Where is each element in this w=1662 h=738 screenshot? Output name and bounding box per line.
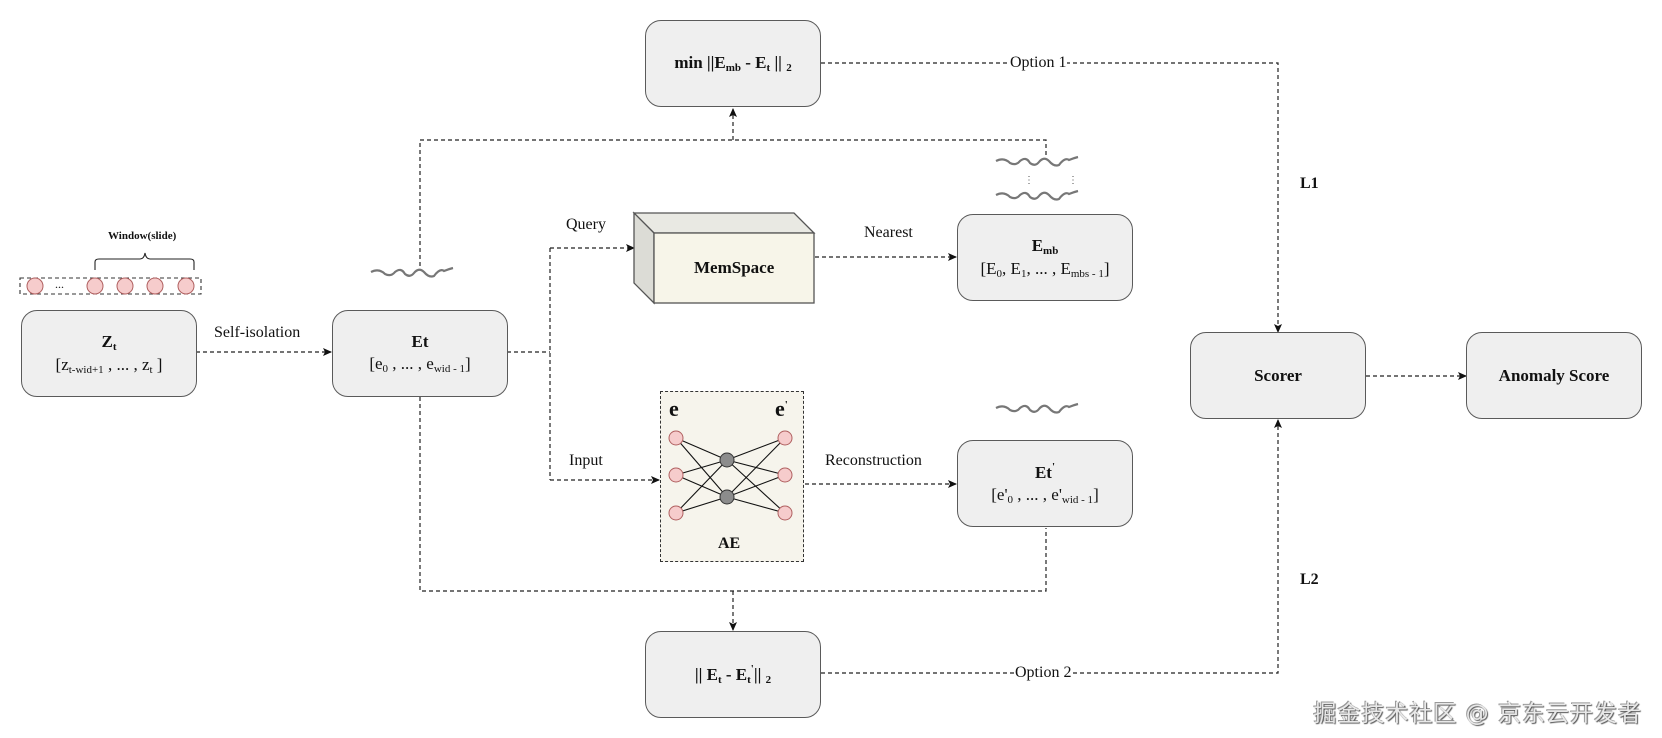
window-ellipsis: ... bbox=[55, 277, 64, 291]
reconstruction-distance-formula: || Et - Et'|| 2 bbox=[694, 663, 772, 686]
scorer-title: Scorer bbox=[1254, 365, 1302, 385]
et-node: Et [e0 , ... , ewid - 1] bbox=[332, 310, 508, 397]
zt-sequence: [zt-wid+1 , ... , zt ] bbox=[55, 354, 163, 376]
zt-node: Zt [zt-wid+1 , ... , zt ] bbox=[21, 310, 197, 397]
anomaly-score-title: Anomaly Score bbox=[1498, 365, 1610, 385]
sequence-point bbox=[86, 277, 104, 295]
emb-title: Emb bbox=[1031, 235, 1059, 257]
emb-sequence: [E0, E1, ... , Embs - 1] bbox=[980, 258, 1110, 280]
output-neuron bbox=[777, 430, 793, 446]
et-title: Et bbox=[411, 332, 429, 351]
et-prime-sequence: [e'0 , ... , e'wid - 1] bbox=[991, 485, 1099, 506]
ae-output-label: e' bbox=[775, 396, 788, 421]
input-neuron bbox=[668, 505, 684, 521]
option1-label: Option 1 bbox=[1009, 54, 1068, 72]
sequence-point bbox=[146, 277, 164, 295]
wave-ellipsis: ⋮ bbox=[1024, 175, 1034, 186]
ae-input-label: e bbox=[669, 396, 679, 421]
output-neuron bbox=[777, 467, 793, 483]
zt-title: Zt bbox=[101, 331, 117, 353]
wave-et-prime bbox=[995, 402, 1079, 414]
sequence-point bbox=[116, 277, 134, 295]
hidden-neuron bbox=[719, 452, 735, 468]
wave-emb-2 bbox=[995, 189, 1079, 201]
l2-label: L2 bbox=[1300, 571, 1319, 588]
input-neuron bbox=[668, 430, 684, 446]
memspace-node bbox=[632, 211, 816, 305]
self-isolation-label: Self-isolation bbox=[214, 324, 301, 341]
memspace-title: MemSpace bbox=[694, 258, 775, 277]
window-strip bbox=[19, 277, 202, 295]
hidden-neuron bbox=[719, 489, 735, 505]
reconstruction-distance-node: || Et - Et'|| 2 bbox=[645, 631, 821, 718]
autoencoder-network bbox=[668, 430, 793, 521]
l1-label: L1 bbox=[1300, 175, 1319, 192]
edge-top-loop bbox=[419, 139, 1047, 266]
wave-emb-1 bbox=[995, 155, 1079, 167]
min-distance-node: min ||Emb - Et || 2 bbox=[645, 20, 821, 107]
output-neuron bbox=[777, 505, 793, 521]
option2-label: Option 2 bbox=[1014, 664, 1073, 682]
et-sequence: [e0 , ... , ewid - 1] bbox=[369, 354, 471, 375]
edge-option1 bbox=[821, 62, 1282, 333]
emb-node: Emb [E0, E1, ... , Embs - 1] bbox=[957, 214, 1133, 301]
input-label: Input bbox=[569, 452, 603, 469]
wave-ellipsis: ⋮ bbox=[1068, 175, 1078, 186]
wave-et bbox=[370, 266, 454, 278]
sequence-point bbox=[177, 277, 195, 295]
et-prime-node: Et' [e'0 , ... , e'wid - 1] bbox=[957, 440, 1133, 527]
ae-title: AE bbox=[718, 535, 741, 552]
scorer-node: Scorer bbox=[1190, 332, 1366, 419]
query-label: Query bbox=[566, 216, 606, 233]
et-prime-title: Et' bbox=[1034, 461, 1056, 482]
anomaly-score-node: Anomaly Score bbox=[1466, 332, 1642, 419]
edge-option2 bbox=[821, 419, 1282, 674]
window-brace bbox=[94, 252, 195, 270]
sequence-point bbox=[26, 277, 44, 295]
autoencoder-node: e e' AE bbox=[660, 391, 804, 562]
nearest-label: Nearest bbox=[864, 224, 913, 241]
min-distance-formula: min ||Emb - Et || 2 bbox=[674, 53, 792, 74]
window-label: Window(slide) bbox=[108, 230, 177, 242]
reconstruction-label: Reconstruction bbox=[825, 452, 922, 469]
watermark: 掘金技术社区 @ 京东云开发者 bbox=[1313, 701, 1642, 727]
input-neuron bbox=[668, 467, 684, 483]
